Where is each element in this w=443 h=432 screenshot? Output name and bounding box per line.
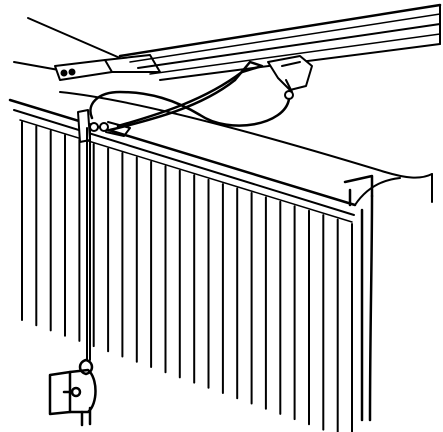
cord-weight: [48, 358, 97, 427]
mounting-bracket: [54, 54, 161, 81]
vertical-slats: [21, 121, 353, 432]
carrier-block: [267, 55, 313, 100]
valance-box: [8, 91, 433, 223]
pull-cord: [86, 127, 91, 361]
end-cap: [343, 174, 374, 422]
